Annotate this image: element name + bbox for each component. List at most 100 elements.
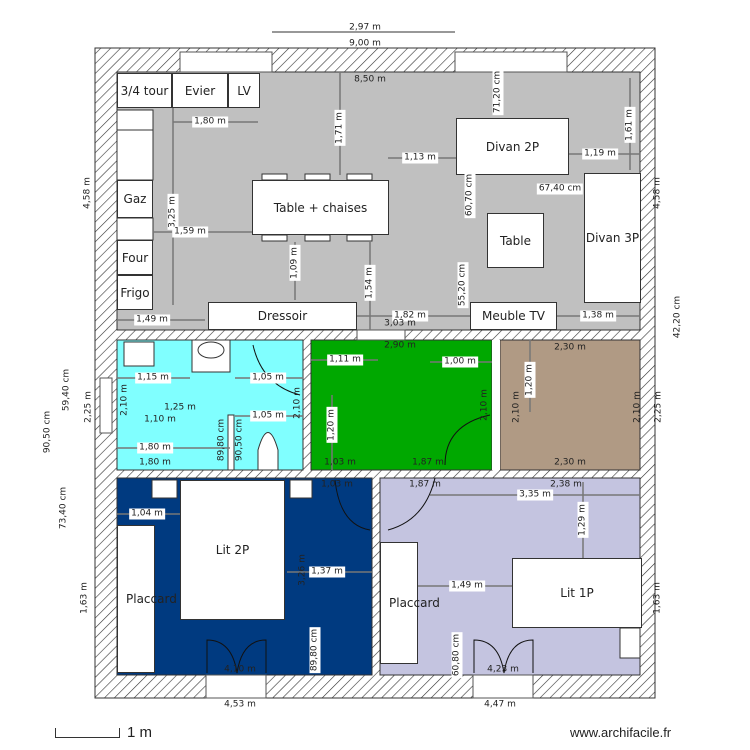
door-opening [472,674,534,699]
dimension-label: 1,80 m [139,457,171,468]
dimension-label: 1,19 m [582,148,618,160]
furniture-divan-2p: Divan 2P [456,118,569,175]
furniture-lv: LV [228,73,260,108]
dimension-label: 2,90 m [384,340,416,351]
dimension-label: 1,05 m [250,410,286,422]
dimension-label: 1,37 m [309,566,345,578]
dimension-label: 4,58 m [652,177,663,209]
dimension-label: 3,35 m [517,489,553,501]
furniture-dressoir: Dressoir [208,302,357,330]
dimension-label: 1,49 m [134,314,170,326]
dimension-label: 8,50 m [354,74,386,85]
dimension-label: 1,20 m [326,407,338,443]
partition [227,414,235,471]
furniture-lit-2p: Lit 2P [180,480,285,620]
dimension-label: 1,54 m [364,265,376,301]
dimension-label: 1,38 m [580,310,616,322]
dimension-label: 1,00 m [442,356,478,368]
dimension-label: 71,20 cm [492,68,504,116]
dimension-label: 1,11 m [327,354,363,366]
dimension-label: 4,10 m [224,664,256,675]
furniture-3-4-tour: 3/4 tour [117,73,172,108]
dimension-label: 1,29 m [577,502,589,538]
dimension-label: 1,87 m [412,457,444,468]
dimension-label: 1,25 m [164,402,196,413]
dimension-label: 1,09 m [289,245,301,281]
door-swing [334,479,371,531]
dimension-label: 4,53 m [224,699,256,710]
watermark: www.archifacile.fr [570,725,672,740]
dimension-label: 60,80 cm [451,631,463,679]
toilet [257,432,279,471]
dimension-label: 1,15 m [135,372,171,384]
dimension-label: 1,82 m [392,310,428,322]
dimension-label: 3,25 m [167,194,179,230]
scale-bar [55,728,120,738]
dimension-label: 4,23 m [487,664,519,675]
window [99,377,113,434]
dimension-label: 73,40 cm [58,486,69,530]
furniture-placcard: Placcard [380,542,440,664]
dimension-label: 1,04 m [129,508,165,520]
furniture-table: Table [487,213,544,268]
dimension-label: 60,70 cm [464,171,476,219]
window [179,51,273,73]
dimension-label: 2,10 m [511,391,522,423]
shower [123,341,155,367]
furniture-meuble-tv: Meuble TV [470,302,557,330]
dimension-label: 9,00 m [349,38,381,49]
dimension-label: 1,59 m [172,226,208,238]
dimension-label: 1,87 m [409,479,441,490]
dimension-label: 1,03 m [324,457,356,468]
dimension-label: 4,58 m [82,177,93,209]
dimension-label: 1,03 m [321,479,353,490]
dimension-label: 89,80 cm [216,418,227,462]
dimension-label: 2,30 m [554,342,586,353]
dimension-label: 2,10 m [292,387,303,419]
dimension-label: 2,10 m [479,389,490,421]
dimension-label: 1,80 m [137,442,173,454]
furniture-divan-3p: Divan 3P [584,173,641,303]
furniture-table-chaises: Table + chaises [252,180,389,235]
furniture-placcard: Placcard [117,525,177,673]
sink [197,341,225,359]
dimension-label: 2,38 m [550,479,582,490]
scale-label: 1 m [127,724,153,741]
dimension-label: 42,20 cm [672,295,683,339]
dimension-label: 3,03 m [384,318,416,329]
door-swing [206,639,267,674]
door-opening [492,340,500,470]
dimension-label: 2,25 m [83,391,94,423]
small-cabinets [151,479,641,659]
furniture-evier: Evier [172,73,228,108]
dimension-label: 1,63 m [652,582,663,614]
room-brown [499,339,641,471]
window [454,51,568,73]
dimension-label: 1,10 m [144,414,176,425]
dimension-label: 2,97 m [349,22,381,33]
door-swing [387,477,436,531]
dimension-label: 2,10 m [119,384,130,416]
dimension-label: 1,61 m [624,107,636,143]
dimension-label: 1,71 m [334,110,346,146]
dimension-label: 1,49 m [449,580,485,592]
dimension-label: 2,30 m [554,457,586,468]
dimension-label: 1,05 m [250,372,286,384]
dimension-label: 59,40 cm [61,368,72,412]
furniture-four: Four [117,240,153,275]
dimension-label: 90,50 cm [42,410,53,454]
dimension-label: 1,13 m [402,152,438,164]
furniture-frigo: Frigo [117,275,153,310]
dimension-label: 1,80 m [192,116,228,128]
door-opening [356,329,406,341]
dimension-label: 67,40 cm [536,183,584,195]
dimension-label: 89,80 cm [309,626,321,674]
dimension-label: 1,20 m [524,362,536,398]
dimension-label: 3,26 m [297,554,308,586]
furniture-lit-1p: Lit 1P [512,558,642,628]
dimension-label: 90,50 cm [234,418,245,462]
dimension-label: 55,20 cm [457,261,469,309]
door-opening [205,674,267,699]
